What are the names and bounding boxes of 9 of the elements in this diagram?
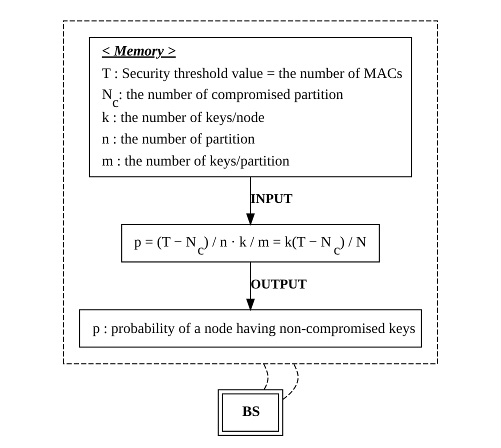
cluster xyxy=(62,20,438,364)
node-box: BS xyxy=(218,389,284,436)
arrow xyxy=(246,176,255,226)
edge-label: OUTPUT xyxy=(250,276,307,292)
connector xyxy=(263,364,268,390)
connector xyxy=(282,364,299,400)
node-box: p : probability of a node having non-compromised keys xyxy=(79,309,422,348)
edge-label: INPUT xyxy=(250,191,293,206)
arrow xyxy=(246,262,255,312)
